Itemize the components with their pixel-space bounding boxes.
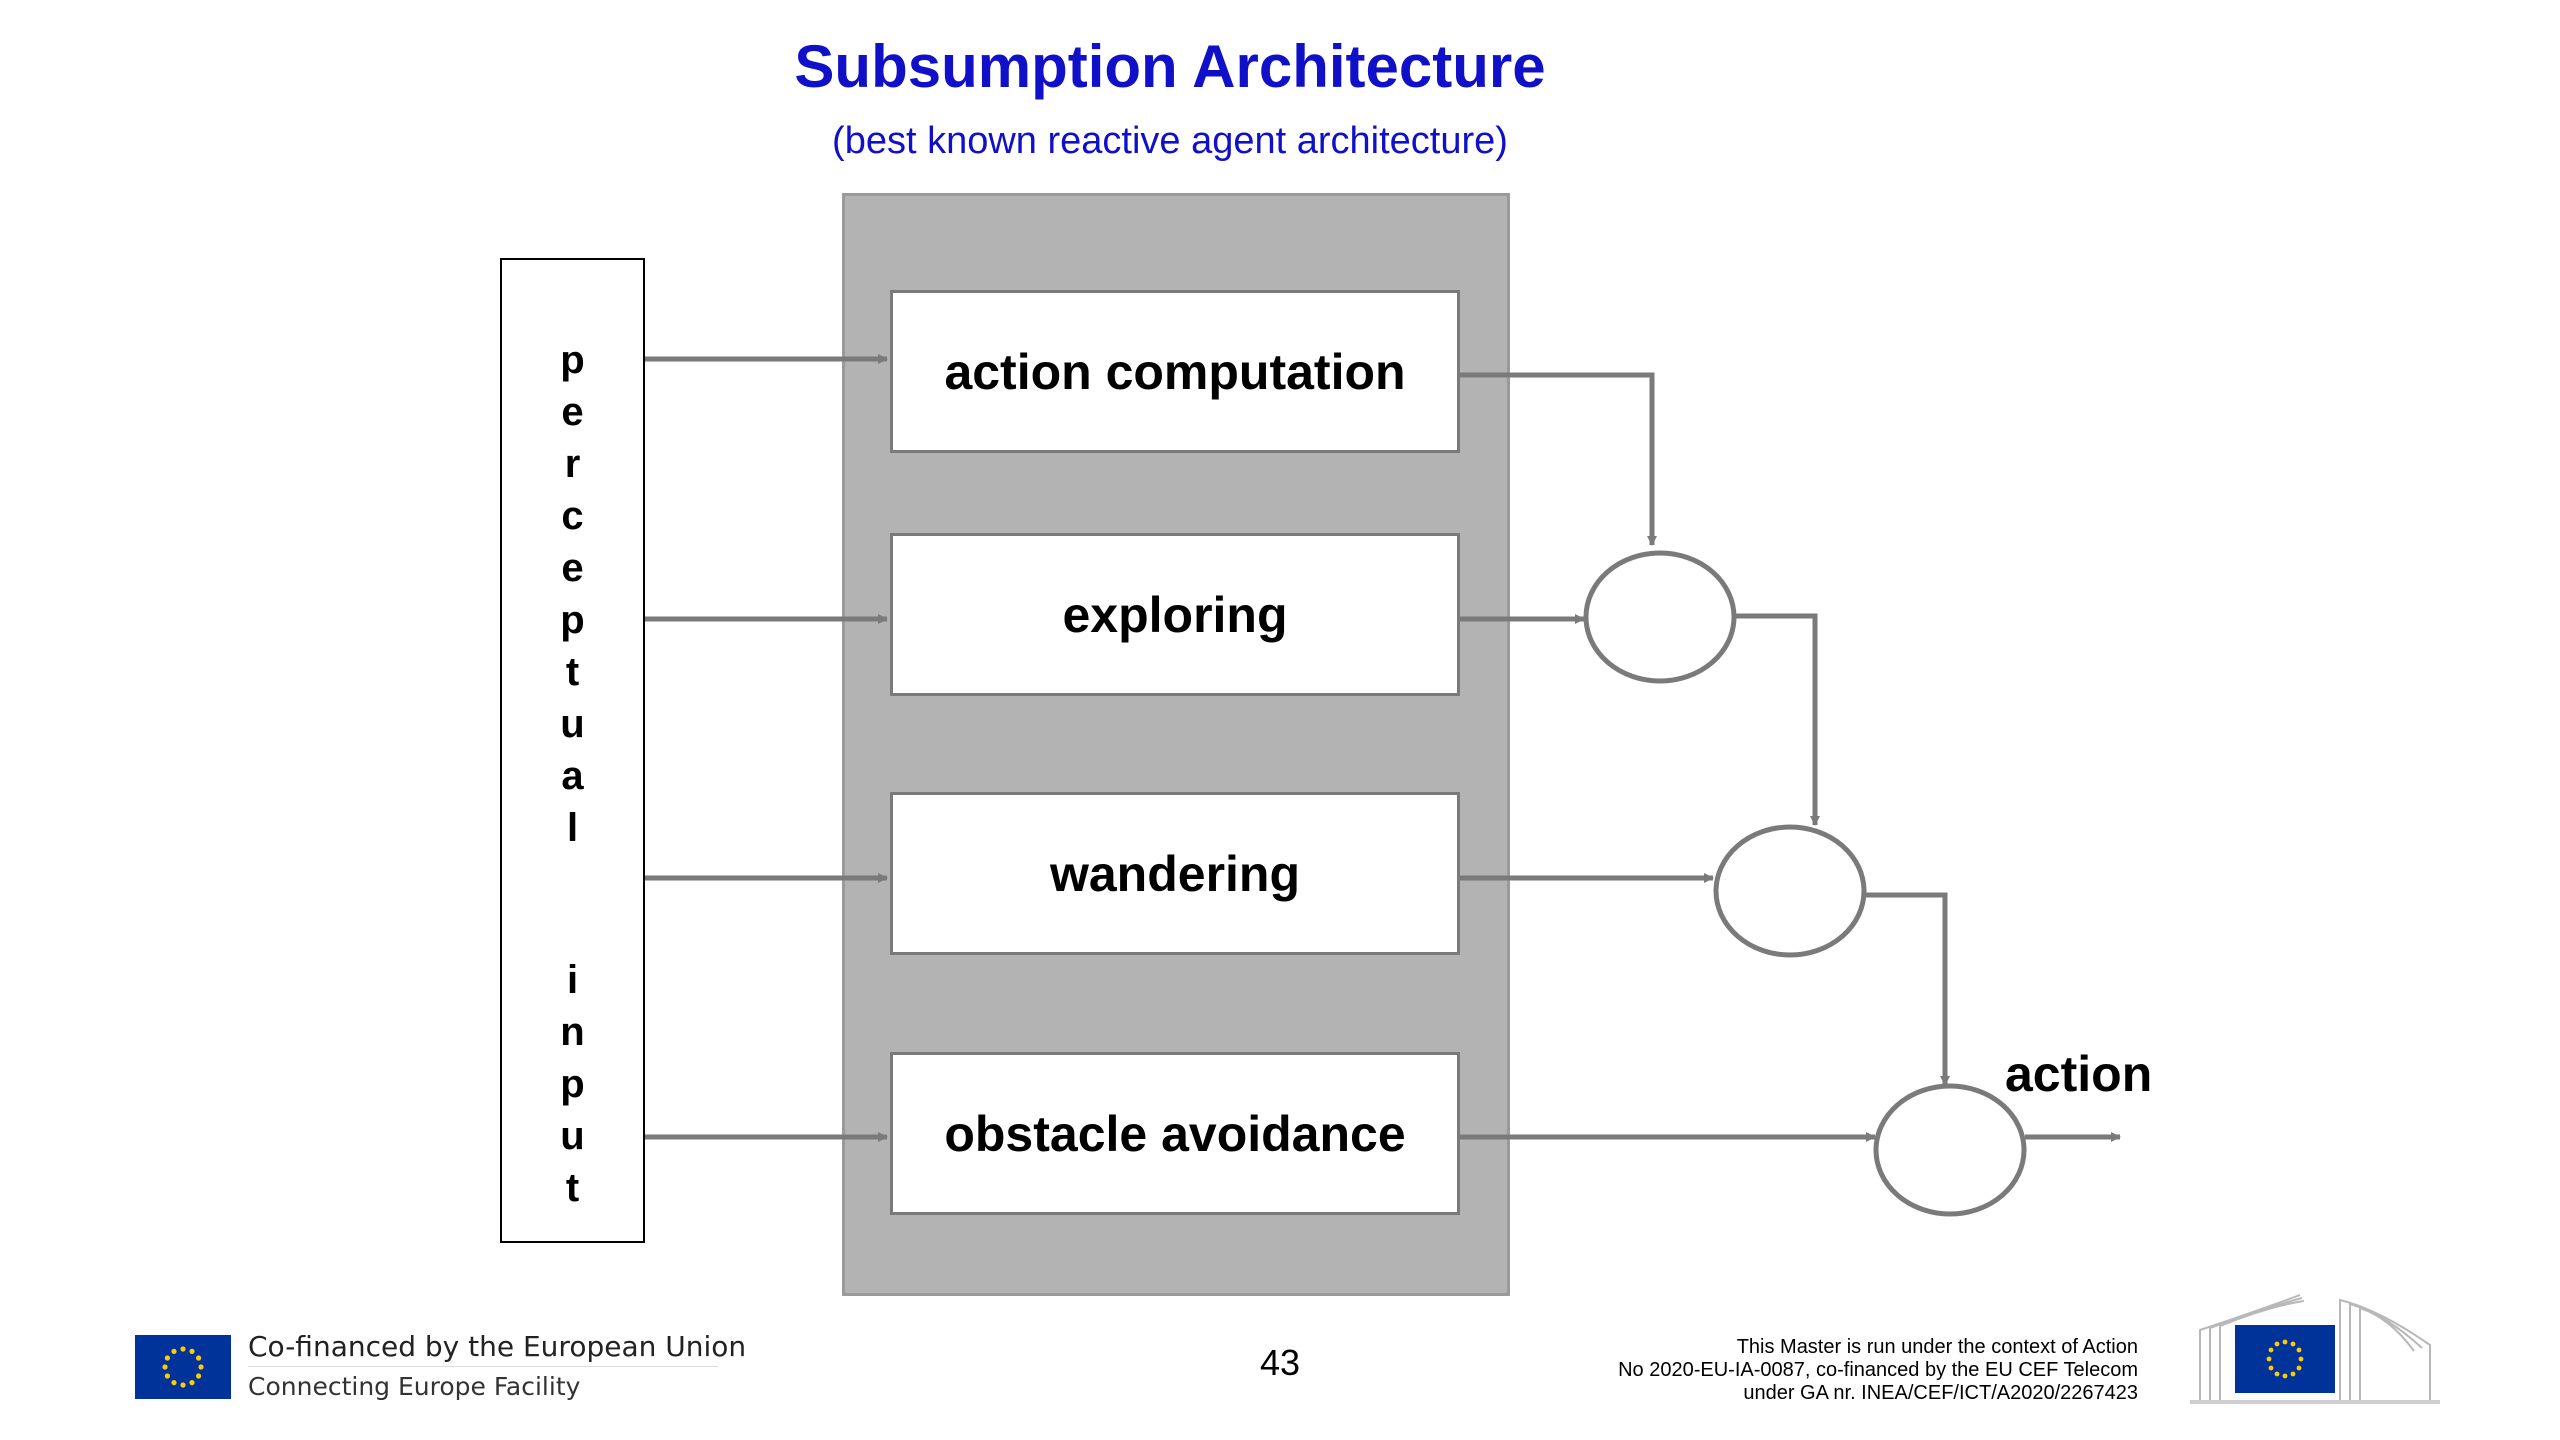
input-letter: u bbox=[560, 1114, 585, 1158]
input-letter: p bbox=[560, 338, 585, 382]
input-letter: l bbox=[566, 806, 579, 850]
page-subtitle: (best known reactive agent architecture) bbox=[832, 120, 1508, 162]
suppress-arrow bbox=[1460, 372, 1657, 546]
input-letter: a bbox=[561, 754, 584, 798]
notice-line: under GA nr. INEA/CEF/ICT/A2020/2267423 bbox=[1743, 1382, 2138, 1404]
notice-line: This Master is run under the context of … bbox=[1736, 1336, 2138, 1358]
action-label: action bbox=[2005, 1046, 2153, 1102]
layer-action-computation: action computation bbox=[890, 290, 1460, 453]
input-letter: e bbox=[561, 546, 584, 590]
input-letter: c bbox=[561, 494, 584, 538]
input-letter: t bbox=[565, 1166, 580, 1210]
input-letter: t bbox=[565, 650, 580, 694]
input-letter: r bbox=[564, 442, 581, 486]
layer-wandering: wandering bbox=[890, 792, 1460, 955]
layer-exploring: exploring bbox=[890, 533, 1460, 696]
page-title: Subsumption Architecture bbox=[794, 33, 1546, 100]
suppressor-node bbox=[1583, 550, 1737, 684]
input-letter: e bbox=[561, 390, 584, 434]
suppress-arrow bbox=[1735, 613, 1820, 826]
divider bbox=[248, 1366, 718, 1367]
input-letter: u bbox=[560, 702, 585, 746]
perceptual-input-box: p e r c e p t u a l i n p u t bbox=[500, 258, 645, 1243]
layer-obstacle-avoidance: obstacle avoidance bbox=[890, 1052, 1460, 1215]
notice-line: No 2020-EU-IA-0087, co-financed by the E… bbox=[1618, 1359, 2138, 1381]
funding-notice: This Master is run under the context of … bbox=[1480, 1336, 2138, 1405]
eu-flag-icon bbox=[135, 1335, 231, 1399]
suppressor-node bbox=[1873, 1083, 2027, 1217]
input-letter: p bbox=[560, 598, 585, 642]
suppress-arrow bbox=[1865, 892, 1950, 1086]
european-commission-logo-icon bbox=[2190, 1290, 2450, 1430]
eu-cef-text: Connecting Europe Facility bbox=[248, 1372, 581, 1401]
eu-cofinanced-text: Co-financed by the European Union bbox=[248, 1330, 747, 1363]
input-letter: n bbox=[560, 1010, 585, 1054]
input-letter: i bbox=[566, 958, 579, 1002]
suppressor-node bbox=[1713, 824, 1867, 958]
page-number: 43 bbox=[1259, 1342, 1301, 1383]
input-letter: p bbox=[560, 1062, 585, 1106]
